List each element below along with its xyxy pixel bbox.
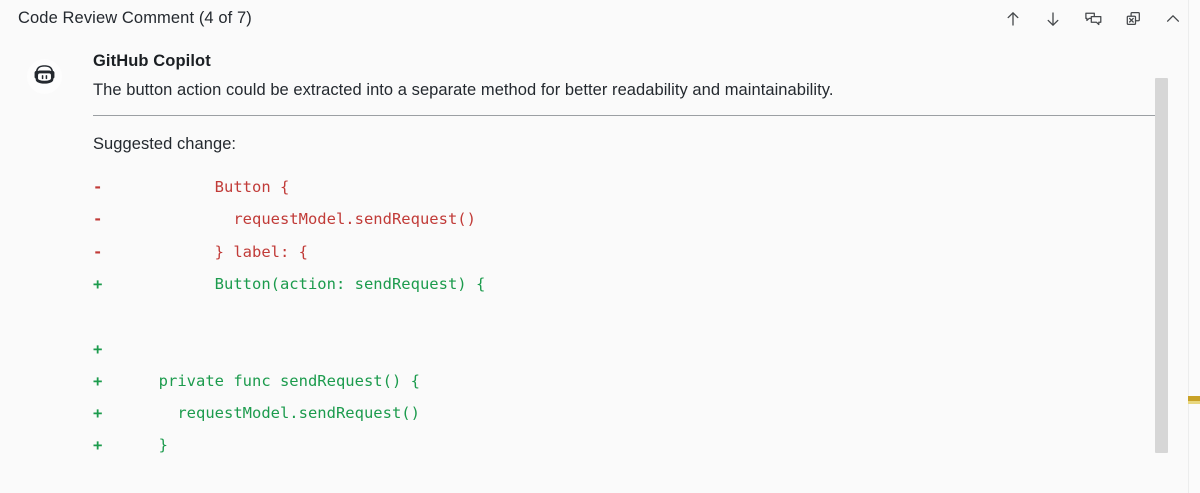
comments-button[interactable] (1080, 6, 1106, 32)
arrow-down-icon (1044, 10, 1062, 28)
diff-line-marker: + (93, 404, 103, 423)
github-copilot-icon (31, 61, 58, 93)
vertical-scrollbar-thumb[interactable] (1155, 78, 1168, 453)
chevron-up-icon (1164, 10, 1182, 28)
overview-ruler-mark (1188, 396, 1200, 401)
content-divider (93, 115, 1168, 117)
avatar (27, 59, 62, 94)
diff-line: + Button(action: sendRequest) { (93, 268, 1168, 300)
diff-line-code: } (140, 436, 168, 455)
diff-line-marker: + (93, 339, 103, 358)
diff-line-marker: + (93, 274, 103, 293)
diff-line-code: private func sendRequest() { (140, 371, 420, 390)
diff-line: + private func sendRequest() { (93, 365, 1168, 397)
diff-line-code: requestModel.sendRequest() (140, 404, 420, 423)
diff-line: - requestModel.sendRequest() (93, 203, 1168, 235)
comment-text: The button action could be extracted int… (93, 81, 834, 99)
diff-line (93, 300, 1168, 332)
copy-dismiss-icon (1124, 10, 1143, 28)
diff-line: - Button { (93, 171, 1168, 203)
diff-line-code: Button(action: sendRequest) { (140, 274, 486, 293)
diff-line-code: } label: { (140, 242, 308, 261)
diff-line-marker: - (93, 178, 103, 197)
diff-line: - } label: { (93, 236, 1168, 268)
overview-ruler-mark-secondary (1188, 401, 1200, 404)
diff-line-marker: + (93, 436, 103, 455)
overview-ruler[interactable] (1188, 0, 1200, 493)
diff-line: + (93, 333, 1168, 365)
comment-body-area: GitHub Copilot The button action could b… (0, 37, 1200, 493)
collapse-button[interactable] (1160, 6, 1186, 32)
dismiss-button[interactable] (1120, 6, 1146, 32)
diff-line-code: requestModel.sendRequest() (140, 210, 476, 229)
comment-author: GitHub Copilot (93, 52, 211, 70)
diff-block: - Button {- requestModel.sendRequest()- … (93, 171, 1168, 462)
previous-comment-button[interactable] (1000, 6, 1026, 32)
arrow-up-icon (1004, 10, 1022, 28)
comment-content: GitHub Copilot The button action could b… (93, 52, 1168, 462)
diff-line-code: Button { (140, 178, 290, 197)
diff-line-marker: + (93, 371, 103, 390)
diff-line-marker: - (93, 242, 103, 261)
header-action-group (1000, 6, 1186, 32)
diff-line-marker: - (93, 210, 103, 229)
page-title: Code Review Comment (4 of 7) (18, 9, 252, 27)
diff-line: + } (93, 429, 1168, 461)
comment-discussion-icon (1084, 10, 1103, 28)
panel-header: Code Review Comment (4 of 7) (0, 0, 1200, 37)
next-comment-button[interactable] (1040, 6, 1066, 32)
vertical-scrollbar-track[interactable] (1155, 37, 1168, 493)
suggested-change-label: Suggested change: (93, 135, 237, 154)
diff-line: + requestModel.sendRequest() (93, 397, 1168, 429)
